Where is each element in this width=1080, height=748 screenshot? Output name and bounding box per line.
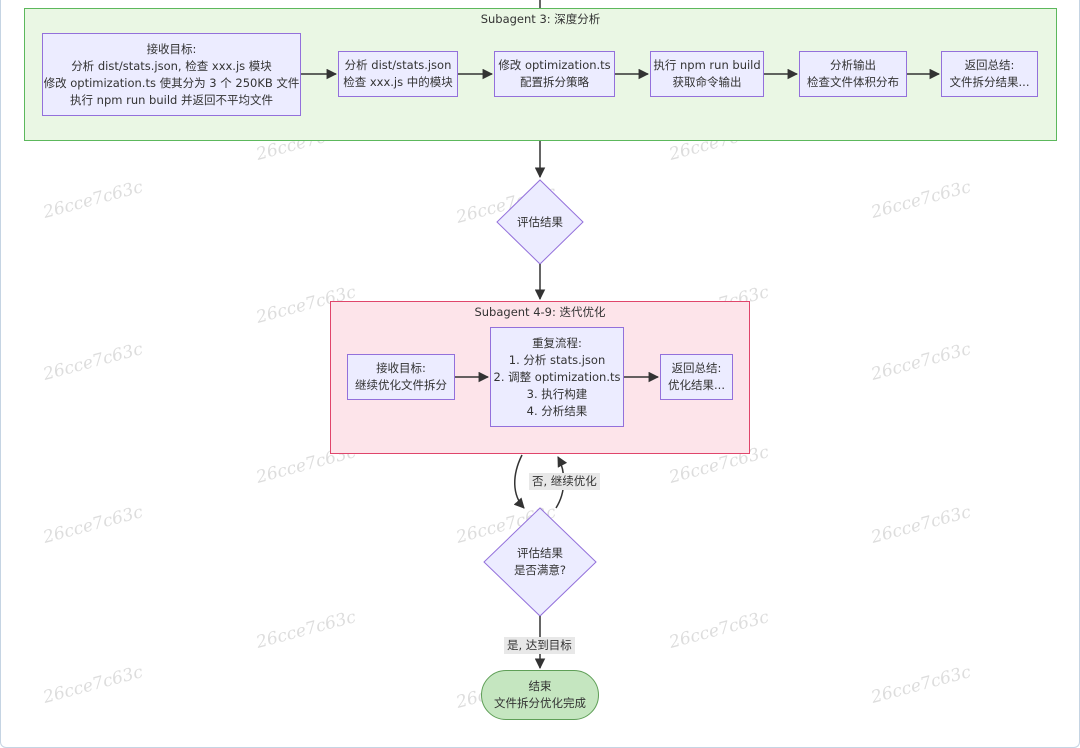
node-line: 接收目标: <box>146 41 197 56</box>
node-line: 返回总结: <box>671 361 722 375</box>
subagent3-receive-node: 接收目标: 分析 dist/stats.json, 检查 xxx.js 模块 修… <box>42 33 301 116</box>
satisfied-label: 评估结果 是否满意? <box>484 544 596 580</box>
node-line: 检查文件体积分布 <box>807 75 899 89</box>
node-line: 分析输出 <box>830 58 876 72</box>
edge-label-continue: 否, 继续优化 <box>529 473 600 490</box>
node-line: 文件拆分优化完成 <box>494 696 586 710</box>
subagent49-repeat-node: 重复流程: 1. 分析 stats.json 2. 调整 optimizatio… <box>490 327 624 427</box>
evaluate-label: 评估结果 <box>497 212 583 232</box>
node-line: 继续优化文件拆分 <box>355 378 447 392</box>
node-line: 结束 <box>528 679 552 693</box>
subagent49-summary-node: 返回总结: 优化结果... <box>660 354 733 400</box>
node-line: 2. 调整 optimization.ts <box>493 369 621 384</box>
node-line: 分析 dist/stats.json <box>344 58 452 72</box>
node-line: 是否满意? <box>513 563 567 577</box>
node-line: 4. 分析结果 <box>526 403 588 418</box>
node-line: 修改 optimization.ts 使其分为 3 个 250KB 文件 <box>43 75 300 90</box>
node-line: 执行 npm run build 并返回不平均文件 <box>70 92 273 107</box>
node-line: 分析 dist/stats.json, 检查 xxx.js 模块 <box>71 58 272 73</box>
subagent49-receive-node: 接收目标: 继续优化文件拆分 <box>347 354 455 400</box>
subagent3-analyze-node: 分析 dist/stats.json 检查 xxx.js 中的模块 <box>338 51 458 97</box>
node-line: 返回总结: <box>964 58 1015 72</box>
node-line: 接收目标: <box>376 361 426 375</box>
subagent3-build-node: 执行 npm run build 获取命令输出 <box>650 51 764 97</box>
end-node: 结束 文件拆分优化完成 <box>481 670 599 720</box>
node-line: 获取命令输出 <box>672 75 742 89</box>
subagent3-title: Subagent 3: 深度分析 <box>480 12 601 26</box>
node-line: 配置拆分策略 <box>520 75 589 89</box>
node-line: 执行 npm run build <box>653 58 761 72</box>
node-line: 修改 optimization.ts <box>498 58 611 72</box>
node-line: 评估结果 <box>517 214 563 229</box>
node-line: 评估结果 <box>517 546 563 560</box>
node-line: 重复流程: <box>532 335 582 350</box>
edge-subagent49-to-evaluate2 <box>513 454 525 509</box>
node-line: 3. 执行构建 <box>526 386 588 401</box>
subagent49-title: Subagent 4-9: 迭代优化 <box>474 305 606 319</box>
subagent3-output-node: 分析输出 检查文件体积分布 <box>799 51 907 97</box>
subagent3-modify-node: 修改 optimization.ts 配置拆分策略 <box>494 51 615 97</box>
node-line: 优化结果... <box>668 378 725 392</box>
node-line: 1. 分析 stats.json <box>508 352 606 367</box>
node-line: 文件拆分结果... <box>949 75 1030 89</box>
edge-label-yes: 是, 达到目标 <box>504 637 575 654</box>
subagent3-summary-node: 返回总结: 文件拆分结果... <box>941 51 1038 97</box>
node-line: 检查 xxx.js 中的模块 <box>343 75 453 89</box>
